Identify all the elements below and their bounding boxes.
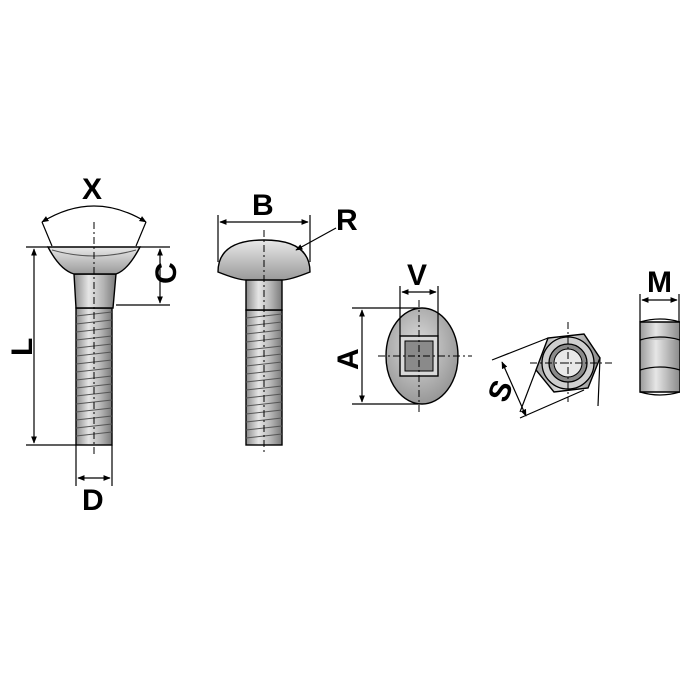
label-r: R: [336, 204, 358, 237]
bolt-head-top-view: V A: [332, 259, 472, 414]
bolt-thread: [245, 313, 283, 439]
hex-nut-side-view: M: [639, 266, 680, 396]
dimension-s-line: [501, 361, 527, 417]
label-s: S: [482, 376, 520, 407]
carriage-bolt-side-view: B R: [217, 189, 358, 455]
carriage-bolt-front-view: X C L D: [6, 173, 183, 517]
label-v: V: [407, 259, 427, 292]
label-x: X: [82, 173, 102, 206]
hex-nut-top-view: S: [482, 322, 612, 419]
label-l: L: [6, 338, 39, 356]
label-a: A: [332, 348, 365, 370]
label-d: D: [82, 484, 104, 517]
label-c: C: [150, 262, 183, 284]
dimension-x-arc: [41, 205, 147, 223]
label-b: B: [252, 189, 274, 222]
bolt-square-neck: [73, 273, 117, 309]
label-m: M: [647, 266, 672, 299]
dimension-r-leader: [295, 227, 337, 251]
hex-nut-side: [639, 321, 680, 393]
